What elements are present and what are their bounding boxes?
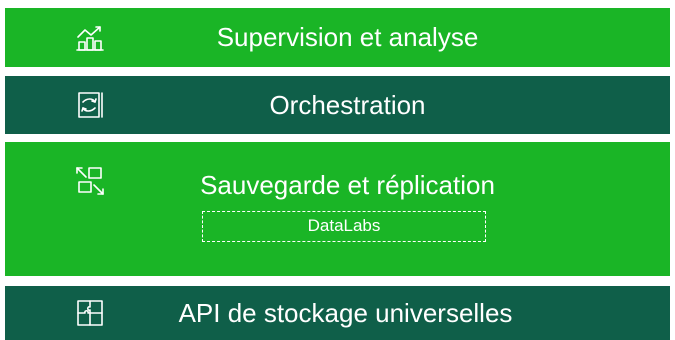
layer-label: API de stockage universelles bbox=[178, 298, 513, 328]
layer-supervision: Supervision et analyse bbox=[5, 8, 670, 67]
chart-icon bbox=[75, 23, 105, 53]
datalabs-box: DataLabs bbox=[202, 211, 486, 242]
layer-label: Orchestration bbox=[269, 90, 426, 120]
layer-api: API de stockage universelles bbox=[5, 286, 670, 340]
replication-icon bbox=[75, 166, 105, 196]
layer-label: Sauvegarde et réplication bbox=[200, 170, 495, 200]
orchestration-icon bbox=[75, 90, 105, 120]
layer-orchestration: Orchestration bbox=[5, 76, 670, 134]
layer-label: Supervision et analyse bbox=[216, 22, 479, 52]
layer-sauvegarde: Sauvegarde et réplication DataLabs bbox=[5, 142, 670, 276]
puzzle-icon bbox=[75, 298, 105, 328]
